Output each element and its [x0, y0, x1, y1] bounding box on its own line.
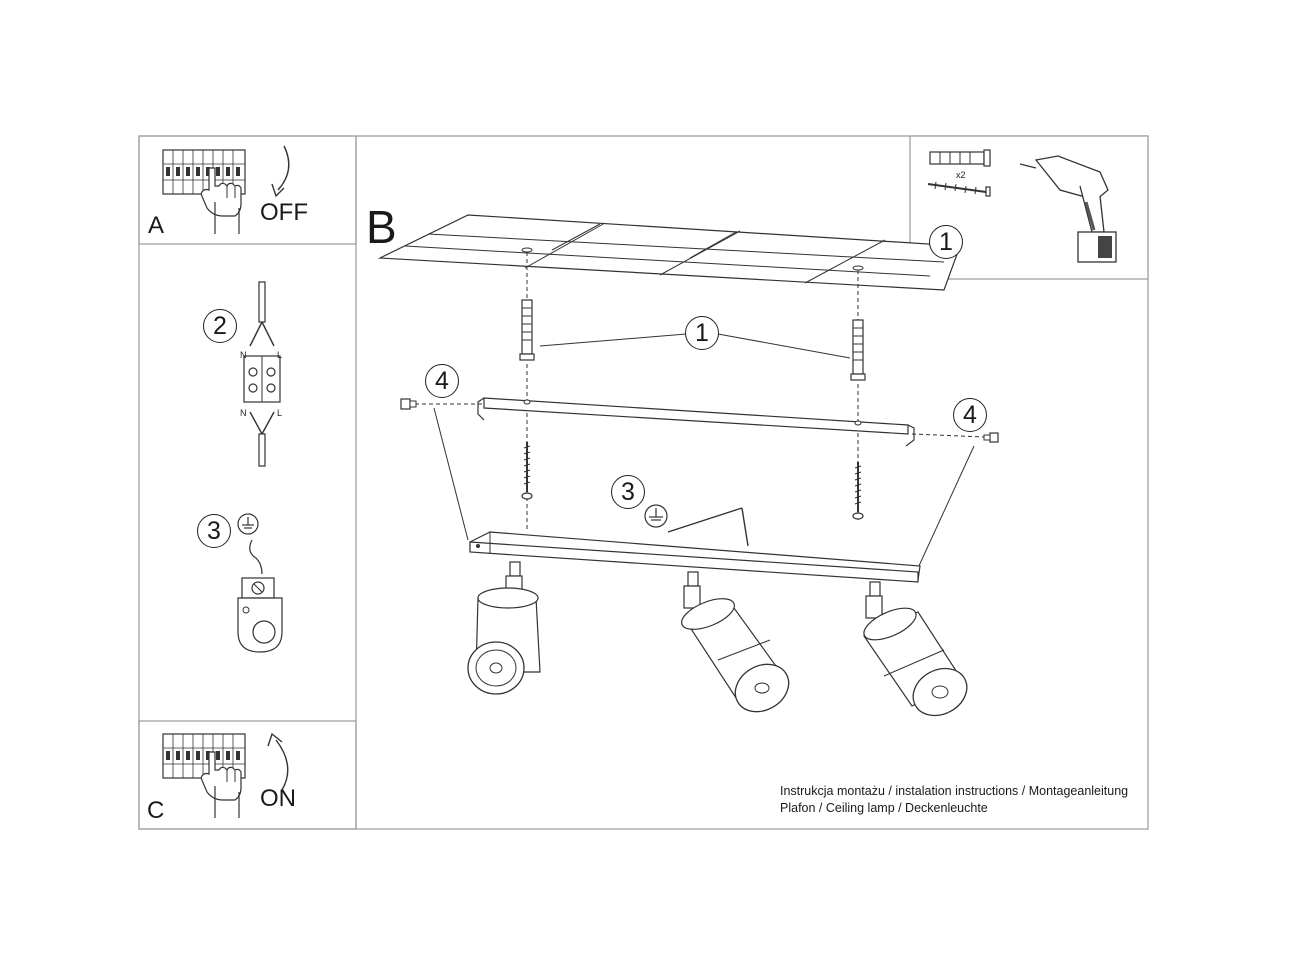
terminal-block-icon: N L N L	[240, 281, 282, 467]
earth-step-number-main: 3	[611, 475, 645, 509]
mounting-bracket	[477, 397, 915, 447]
long-screw-right	[852, 461, 864, 520]
quantity-label: x2	[956, 170, 966, 180]
wall-plug-icon	[929, 149, 991, 167]
side-screw-number-left: 4	[425, 364, 459, 398]
spotlight-icon	[467, 561, 541, 695]
spotlight-icon	[863, 581, 968, 717]
curved-arrow-down-icon	[277, 145, 290, 191]
side-screw-right	[983, 432, 999, 443]
drill-icon	[1019, 155, 1117, 263]
screw-icon	[927, 181, 991, 197]
earth-step-number-left: 3	[197, 514, 231, 548]
neutral-label-bottom: N	[240, 408, 247, 418]
panel-c-letter: C	[147, 797, 165, 824]
long-screw-left	[521, 441, 533, 500]
neutral-label-top: N	[240, 350, 247, 360]
panel-c-breaker	[162, 732, 289, 819]
panel-a-breaker	[162, 145, 290, 235]
curved-arrow-up-icon	[275, 739, 289, 791]
spotlight-icon	[681, 571, 790, 713]
side-screw-left	[400, 398, 417, 410]
panel-c-state: ON	[260, 785, 296, 812]
dowel-callout-number: 1	[685, 316, 719, 350]
live-label-bottom: L	[277, 408, 282, 418]
wiring-step-number: 2	[203, 309, 237, 343]
live-label-top: L	[277, 350, 282, 360]
earth-wire	[667, 507, 749, 547]
dowel-right	[850, 319, 866, 381]
earth-connector-icon	[237, 513, 283, 653]
tools-box: x2	[927, 149, 1117, 263]
panel-a-letter: A	[148, 212, 165, 239]
tools-step-number: 1	[929, 225, 963, 259]
ceiling-plane	[377, 214, 961, 291]
caption-line-1: Instrukcja montażu / instalation instruc…	[780, 784, 1129, 798]
earth-symbol-icon	[644, 504, 668, 528]
side-screw-number-right: 4	[953, 398, 987, 432]
panel-b-letter: B	[366, 201, 397, 253]
panel-a-state: OFF	[260, 199, 308, 226]
dowel-left	[519, 299, 535, 361]
lamp-base	[469, 531, 921, 583]
caption-line-2: Plafon / Ceiling lamp / Deckenleuchte	[780, 801, 988, 815]
